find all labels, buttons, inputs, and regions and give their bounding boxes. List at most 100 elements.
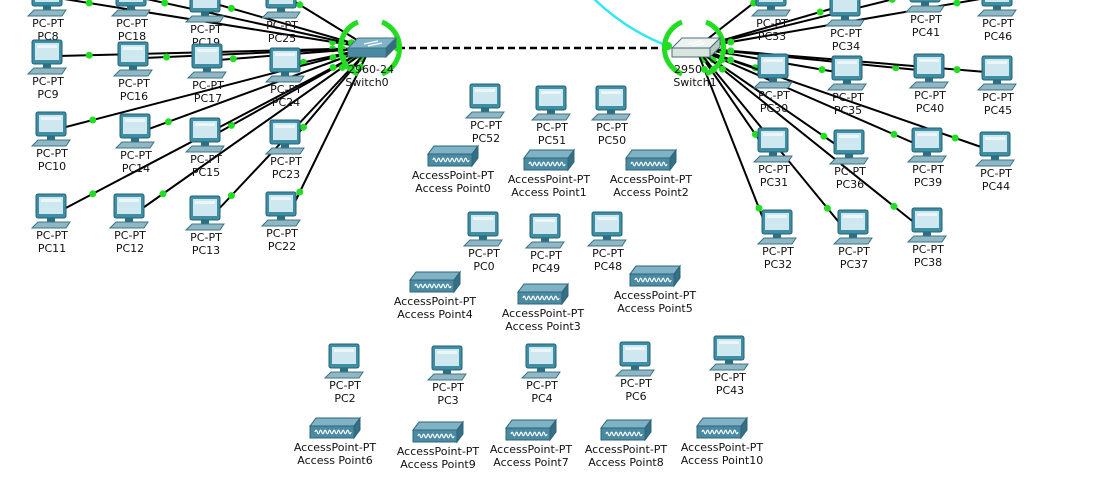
pc-type-label: PC-PT bbox=[526, 379, 558, 392]
access-point-name-label: Access Point9 bbox=[400, 458, 475, 471]
link-pc16[interactable] bbox=[143, 47, 371, 59]
link-pc18[interactable] bbox=[142, 0, 371, 49]
pc-type-label: PC-PT bbox=[762, 245, 794, 258]
link-light bbox=[227, 192, 235, 200]
link-pc38[interactable] bbox=[695, 47, 917, 225]
switch-name-label: Switch0 bbox=[345, 76, 388, 89]
link-pc14[interactable] bbox=[145, 47, 371, 131]
pc-icon bbox=[708, 335, 749, 371]
pc-name-label: PC51 bbox=[538, 134, 566, 147]
pc-type-label: PC-PT bbox=[36, 147, 68, 160]
link-pc32[interactable] bbox=[695, 47, 767, 227]
pc-icon bbox=[590, 85, 631, 121]
link-pc19[interactable] bbox=[215, 3, 371, 49]
link-pc39[interactable] bbox=[695, 47, 917, 145]
pc-name-label: PC44 bbox=[982, 180, 1010, 193]
link-light bbox=[299, 123, 307, 131]
pc-name-label: PC46 bbox=[984, 30, 1012, 43]
link-pc10[interactable] bbox=[61, 47, 371, 129]
pc-type-label: PC-PT bbox=[756, 17, 788, 30]
fiber-link[interactable] bbox=[590, 0, 669, 48]
pc-type-label: PC-PT bbox=[36, 229, 68, 242]
pc-icon bbox=[976, 55, 1017, 91]
link-pc23[interactable] bbox=[295, 47, 371, 137]
pc-icon bbox=[974, 131, 1015, 167]
link-light bbox=[227, 121, 235, 129]
link-pc31[interactable] bbox=[695, 47, 763, 145]
pc-type-label: PC-PT bbox=[192, 79, 224, 92]
pc-name-label: PC16 bbox=[120, 90, 148, 103]
link-light bbox=[727, 47, 735, 55]
pc-icon bbox=[586, 211, 627, 247]
link-light bbox=[89, 190, 97, 198]
link-pc8[interactable] bbox=[58, 0, 371, 49]
pc-name-label: PC35 bbox=[834, 104, 862, 117]
pc-icon bbox=[832, 209, 873, 245]
devices-layer: PC-PTPC8PC-PTPC18PC-PTPC19PC-PTPC25PC-PT… bbox=[26, 0, 1017, 471]
access-point-name-label: Access Point4 bbox=[397, 308, 472, 321]
pc-name-label: PC50 bbox=[598, 134, 626, 147]
pc-name-label: PC22 bbox=[268, 240, 296, 253]
pc-name-label: PC3 bbox=[437, 394, 458, 407]
pc-icon bbox=[26, 39, 67, 75]
link-pc12[interactable] bbox=[139, 47, 371, 211]
pc-type-label: PC-PT bbox=[266, 19, 298, 32]
